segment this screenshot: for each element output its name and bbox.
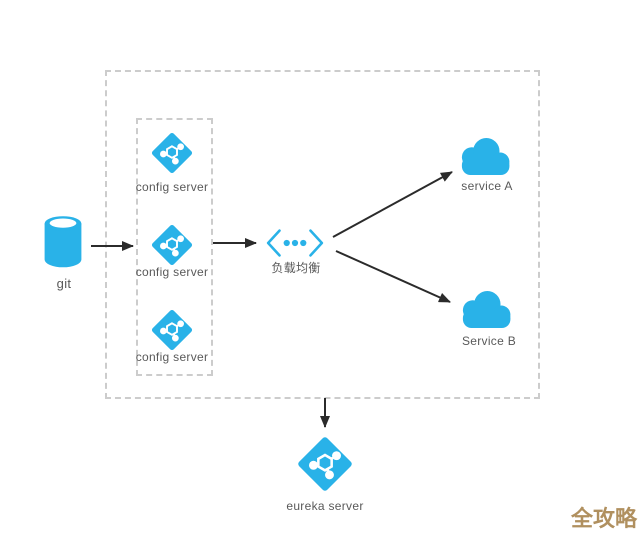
system-boundary-box bbox=[105, 70, 540, 399]
service-b-label: Service B bbox=[461, 334, 517, 348]
config-server-icon bbox=[149, 130, 195, 176]
config-server-label: config server bbox=[135, 350, 209, 364]
config-server-icon bbox=[149, 307, 195, 353]
eureka-server-icon bbox=[295, 434, 355, 494]
config-server-label: config server bbox=[135, 265, 209, 279]
git-database-icon bbox=[44, 216, 82, 268]
load-balancer-label: 负载均衡 bbox=[271, 261, 321, 275]
service-a-label: service A bbox=[461, 179, 513, 193]
watermark-text: 全攻略 bbox=[571, 506, 638, 531]
cloud-service-a-icon bbox=[461, 138, 510, 175]
config-server-icon bbox=[149, 222, 195, 268]
cloud-service-b-icon bbox=[462, 291, 511, 328]
git-label: git bbox=[56, 276, 72, 291]
eureka-server-label: eureka server bbox=[286, 499, 364, 513]
config-server-label: config server bbox=[135, 180, 209, 194]
load-balancer-icon bbox=[266, 229, 324, 257]
config-server-group-box bbox=[136, 118, 213, 376]
